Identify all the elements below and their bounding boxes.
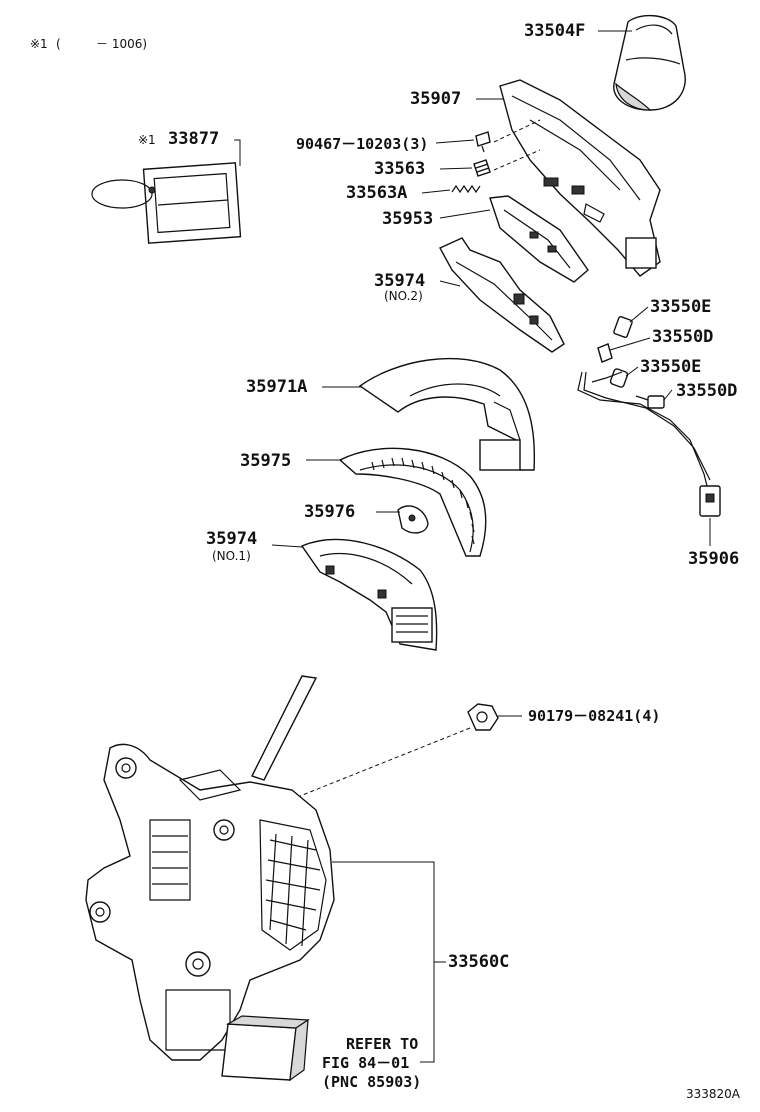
- label-33877: 33877: [168, 129, 220, 149]
- label-35974-no1: 35974: [206, 529, 258, 549]
- indicator-plate-no1: [300, 538, 438, 651]
- label-35974-no1-sub: (NO.1): [212, 549, 251, 563]
- shift-knob: [613, 15, 686, 111]
- spring-33563A: [451, 184, 481, 194]
- indicator-housing: [499, 79, 661, 277]
- scale-plate-35975: [338, 447, 487, 557]
- label-33563A: 33563A: [346, 183, 408, 203]
- bulb-33550E-b: [609, 368, 629, 388]
- note-mark: ※1: [30, 37, 48, 51]
- label-35906: 35906: [688, 549, 740, 569]
- separate-component: [221, 1015, 310, 1082]
- label-33877-mark: ※1: [138, 133, 156, 147]
- bulb-33563: [473, 159, 491, 177]
- label-33560C: 33560C: [448, 952, 510, 972]
- cap-35976: [397, 505, 429, 534]
- label-35971A: 35971A: [246, 377, 308, 397]
- slide-plate-35953: [489, 195, 589, 283]
- label-33550E-a: 33550E: [650, 297, 712, 317]
- label-33550D-b: 33550D: [676, 381, 738, 401]
- bulb-33550E-a: [613, 316, 633, 338]
- label-90467: 90467－10203(3): [296, 135, 429, 153]
- label-35907: 35907: [410, 89, 462, 109]
- label-35976: 35976: [304, 502, 356, 522]
- note-range: － 1006): [96, 37, 148, 51]
- bulb-33550D-a: [597, 343, 613, 363]
- figure-id: 333820A: [686, 1087, 741, 1101]
- refer-line-2: FIG 84－01: [322, 1054, 410, 1072]
- label-35953: 35953: [382, 209, 434, 229]
- label-90179: 90179－08241(4): [528, 707, 661, 725]
- clip-90467: [475, 131, 491, 153]
- label-33563: 33563: [374, 159, 426, 179]
- refer-line-1: REFER TO: [346, 1035, 419, 1053]
- label-plate-33877: [91, 162, 242, 244]
- label-33550E-b: 33550E: [640, 357, 702, 377]
- bulb-33550D-b: [647, 395, 665, 409]
- label-33550D-a: 33550D: [652, 327, 714, 347]
- label-35975: 35975: [240, 451, 292, 471]
- label-35974-no2-sub: (NO.2): [384, 289, 423, 303]
- label-35974-no2: 35974: [374, 271, 426, 291]
- note-open-paren: (: [56, 37, 61, 51]
- dial-cover-35971A: [358, 357, 536, 471]
- indicator-plate-no2: [439, 237, 565, 353]
- refer-line-3: (PNC 85903): [322, 1073, 422, 1091]
- label-33504F: 33504F: [524, 21, 586, 41]
- wire-harness-35906: [577, 371, 721, 517]
- shift-lever-assembly: [85, 675, 335, 1061]
- nut-90179: [467, 703, 499, 731]
